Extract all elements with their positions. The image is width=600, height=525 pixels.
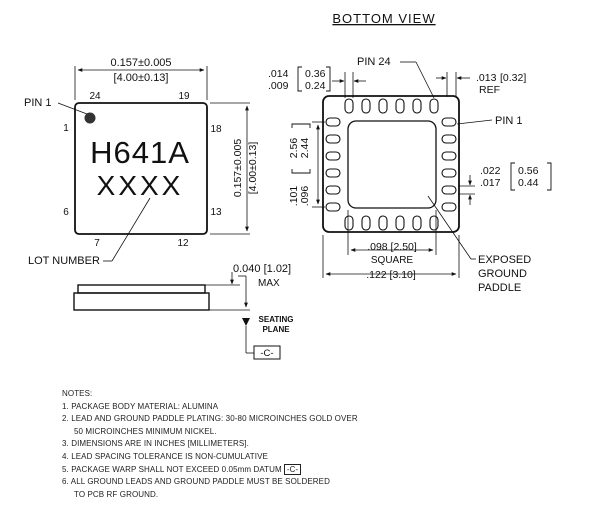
datum-c-box [253,345,281,360]
paddle-size-dim: .098 [2.50] [367,241,417,253]
exposed-ground-paddle [347,120,437,209]
side-view-base [73,292,210,311]
bottom-pin1-label: PIN 1 [495,115,523,127]
top-view: 0.157±0.005 [4.00±0.13] 0.157±0.005 [4.0… [24,57,259,267]
note-6-continuation: TO PCB RF GROUND. [74,489,159,499]
datum-c-label: -C- [260,348,273,359]
top-height-dim-mm: [4.00±0.13] [247,142,259,195]
pin-number-7: 7 [94,238,100,249]
note-2: 2. LEAD AND GROUND PADDLE PLATING: 30-80… [62,414,358,424]
bottom-view-package-body [322,95,460,233]
bottom-view: BOTTOM VIEW [268,11,552,294]
pitch-in-top: .101 [288,186,300,207]
max-height-max-label: MAX [258,278,280,289]
pin-number-12: 12 [177,238,189,249]
lead-width-mm-bottom: 0.24 [305,80,326,92]
pin-number-1: 1 [63,123,69,134]
ref-dim-inch: .013 [476,72,497,84]
lead-length-in-bottom: .017 [480,177,501,189]
bottom-leads-top [344,98,439,114]
pitch-mm-top: 2.56 [288,138,300,159]
lead-width-mm-top: 0.36 [305,68,326,80]
pin-number-6: 6 [63,207,69,218]
top-width-dim-inch: 0.157±0.005 [110,57,171,69]
ref-dim-mm: [0.32] [500,72,526,84]
top-pin1-label: PIN 1 [24,97,52,109]
part-marking-h641a: H641A [90,135,190,170]
pin-number-13: 13 [210,207,222,218]
note-1: 1. PACKAGE BODY MATERIAL: ALUMINA [62,401,219,411]
exposed-label-line1: EXPOSED [478,254,531,266]
exposed-label-line3: PADDLE [478,282,521,294]
pin-number-18: 18 [210,124,222,135]
note-5-datum-box: -C- [283,463,302,475]
notes-heading: NOTES: [62,389,93,398]
note-4: 4. LEAD SPACING TOLERANCE IS NON-CUMULAT… [62,451,268,461]
pin1-dot-marker [84,112,96,124]
bottom-leads-left [325,117,341,212]
bottom-leads-right [441,117,457,212]
paddle-square-label: SQUARE [371,255,414,266]
pitch-in-bottom: .096 [299,186,311,207]
top-height-dim-inch: 0.157±0.005 [232,139,244,197]
bottom-view-title: BOTTOM VIEW [332,11,435,26]
note-2-continuation: 50 MICROINCHES MINIMUM NICKEL. [74,426,217,436]
bottom-leads-bottom [344,215,439,231]
note-5: 5. PACKAGE WARP SHALL NOT EXCEED 0.05mm … [62,463,582,477]
top-width-dim-mm: [4.00±0.13] [114,72,169,84]
notes-section: NOTES: 1. PACKAGE BODY MATERIAL: ALUMINA… [62,388,582,501]
overall-bottom-dim: .122 [3.10] [366,269,416,281]
max-height-dim: 0.040 [1.02] [233,263,291,275]
part-marking-lot-code: XXXX [97,170,184,201]
side-view: 0.040 [1.02] MAX SEATING PLANE -C- [73,263,294,360]
pin-number-24: 24 [89,91,101,102]
seating-plane-label-2: PLANE [262,325,290,334]
bottom-pin24-label: PIN 24 [357,56,391,68]
note-5-text: 5. PACKAGE WARP SHALL NOT EXCEED 0.05mm … [62,464,282,474]
note-3: 3. DIMENSIONS ARE IN INCHES [MILLIMETERS… [62,439,249,449]
pin-number-19: 19 [178,91,190,102]
lot-number-label: LOT NUMBER [28,255,100,267]
lead-length-mm-bottom: 0.44 [518,177,539,189]
top-view-package-body [74,102,208,235]
side-view-lid [77,284,206,294]
lead-length-mm-top: 0.56 [518,165,539,177]
lead-length-in-top: .022 [480,165,501,177]
lead-width-in-top: .014 [268,68,289,80]
lead-width-in-bottom: .009 [268,80,289,92]
exposed-label-line2: GROUND [478,268,527,280]
seating-plane-label-1: SEATING [259,315,294,324]
pitch-mm-bottom: 2.44 [299,138,311,159]
seating-plane-triangle-icon [242,318,250,326]
note-6: 6. ALL GROUND LEADS AND GROUND PADDLE MU… [62,477,330,487]
ref-label: REF [479,84,500,96]
